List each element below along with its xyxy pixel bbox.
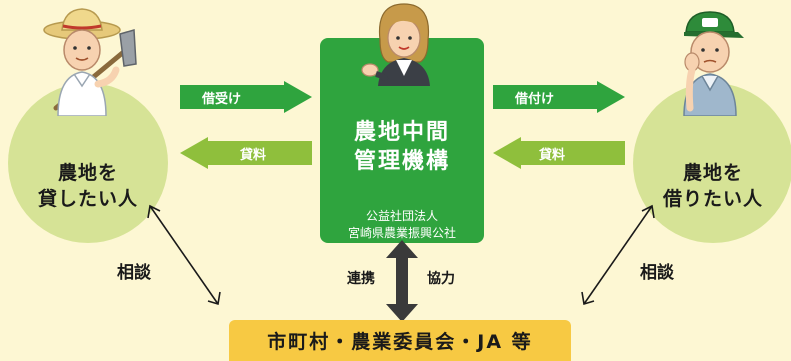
consult-right-arrow — [581, 204, 655, 306]
cooperation-arrow — [386, 240, 418, 322]
intermediary-org-line1: 公益社団法人 — [365, 209, 438, 223]
borrow-in-label: 借受け — [202, 92, 242, 107]
local-partners-box: 市町村・農業委員会・JA 等 — [229, 320, 571, 361]
rent-right-arrow: 貸料 — [493, 137, 625, 169]
borrow-in-arrow: 借受け — [180, 81, 312, 113]
consult-left-arrow — [147, 204, 221, 306]
local-partners-label: 市町村・農業委員会・JA 等 — [267, 331, 533, 353]
farmer-with-cap-icon — [683, 11, 744, 116]
borrower-label-line1: 農地を — [682, 162, 743, 185]
intermediary-title-line2: 管理機構 — [353, 149, 450, 175]
borrower-label-line2: 借りたい人 — [662, 188, 763, 210]
intermediary-title-line1: 農地中間 — [353, 120, 450, 145]
lender-label: 農地を 貸したい人 — [38, 161, 138, 212]
rent-left-label: 貸料 — [240, 148, 267, 163]
intermediary-title: 農地中間 管理機構 — [320, 118, 484, 176]
borrower-circle: 農地を 借りたい人 — [633, 83, 791, 243]
consult-right-label: 相談 — [640, 263, 674, 283]
farmer-with-hoe-icon — [43, 8, 137, 116]
borrower-label: 農地を 借りたい人 — [663, 161, 763, 212]
lender-label-line2: 貸したい人 — [37, 188, 138, 210]
staff-woman-icon — [361, 3, 430, 86]
intermediary-org-line2: 宮崎県農業振興公社 — [347, 226, 456, 241]
consult-left-label: 相談 — [117, 263, 151, 283]
lend-out-arrow: 借付け — [493, 81, 625, 113]
intermediary-box: 農地中間 管理機構 公益社団法人 宮崎県農業振興公社 — [320, 38, 484, 243]
rent-right-label: 貸料 — [539, 148, 566, 163]
lend-out-label: 借付け — [515, 92, 555, 107]
rent-left-arrow: 貸料 — [180, 137, 312, 169]
intermediary-organization: 公益社団法人 宮崎県農業振興公社 — [320, 208, 484, 243]
cooperation-label: 連携 — [347, 271, 375, 287]
lender-label-line1: 農地を — [57, 162, 118, 185]
collaboration-label: 協力 — [427, 271, 455, 287]
